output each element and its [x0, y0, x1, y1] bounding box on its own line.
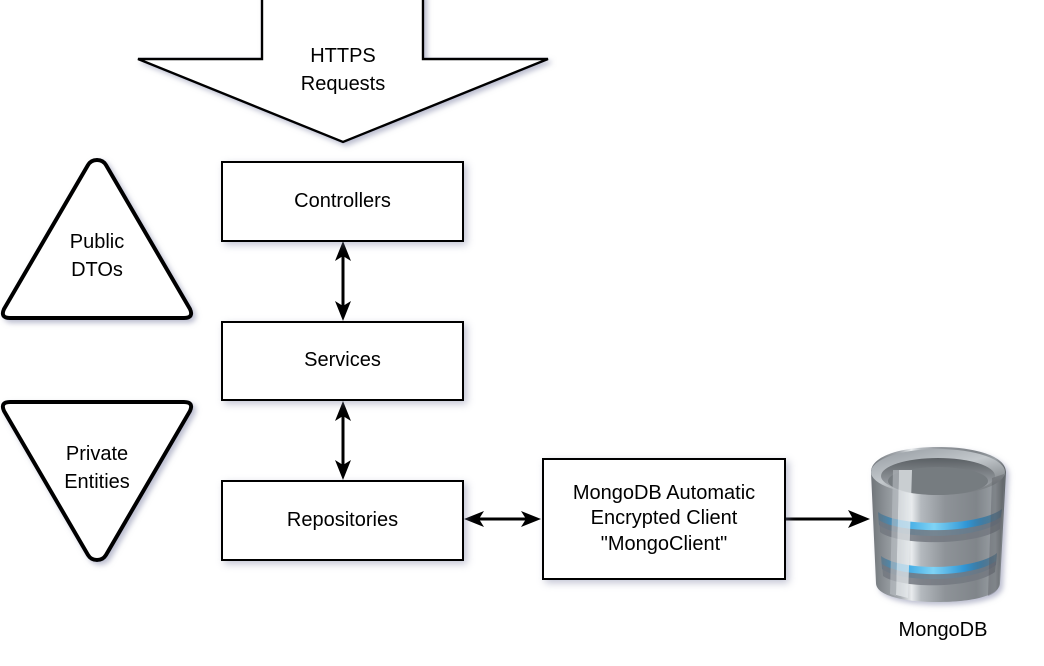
mongo-client-label: MongoDB Automatic Encrypted Client "Mong… — [572, 481, 756, 555]
connector-services-repositories — [335, 401, 351, 480]
connector-mongoclient-mongodb — [786, 510, 870, 528]
public-dtos-triangle — [0, 157, 194, 320]
repositories-label: Repositories — [286, 508, 399, 531]
repositories-box[interactable]: Repositories — [221, 480, 464, 561]
controllers-label: Controllers — [294, 189, 391, 212]
https-requests-arrow — [137, 0, 549, 144]
controllers-box[interactable]: Controllers — [221, 161, 464, 242]
mongo-client-box[interactable]: MongoDB Automatic Encrypted Client "Mong… — [542, 458, 786, 580]
connector-repositories-mongoclient — [464, 511, 541, 527]
database-cylinder-icon — [871, 447, 1006, 602]
connector-controllers-services — [335, 241, 351, 321]
services-box[interactable]: Services — [221, 321, 464, 401]
services-label: Services — [304, 349, 381, 372]
mongodb-caption-label: MongoDB — [898, 619, 988, 641]
private-entities-triangle — [0, 400, 194, 563]
